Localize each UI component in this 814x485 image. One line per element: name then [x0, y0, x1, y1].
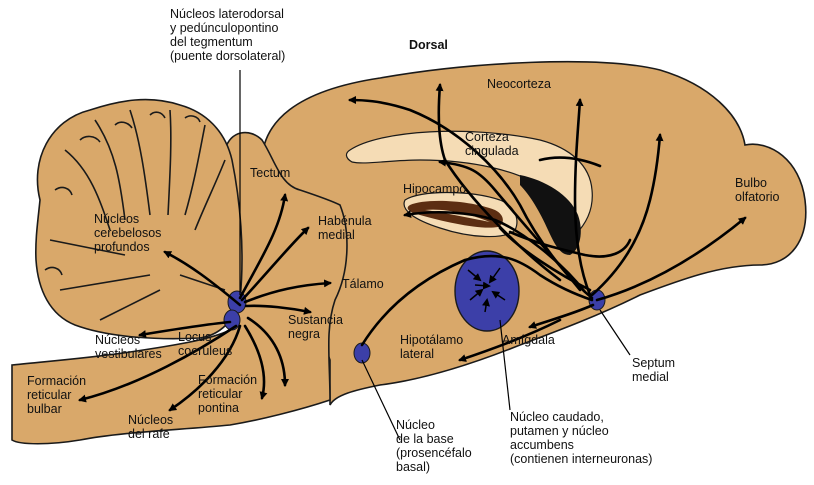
label-corteza-cingulada: Corteza cingulada [465, 130, 519, 158]
label-septum: Septum medial [632, 356, 675, 384]
label-nucleo-base: Núcleo de la base (prosencéfalo basal) [396, 418, 472, 474]
label-bulbo-olfatorio: Bulbo olfatorio [735, 176, 779, 204]
striatum-nucleus [455, 251, 519, 331]
label-hipocampo: Hipocampo [403, 182, 466, 196]
label-neocorteza: Neocorteza [487, 77, 551, 91]
label-locus-coeruleus: Locus coeruleus [178, 330, 232, 358]
label-sustancia-negra: Sustancia negra [288, 313, 343, 341]
label-nucleos-rafe: Núcleos del rafe [128, 413, 173, 441]
label-nucleos-vestibulares: Núcleos vestibulares [95, 333, 162, 361]
label-amigdala: Amígdala [502, 333, 555, 347]
label-habenula: Habénula medial [318, 214, 372, 242]
label-formacion-pontina: Formación reticular pontina [198, 373, 257, 415]
locus-coeruleus-nucleus [224, 310, 240, 330]
label-formacion-bulbar: Formación reticular bulbar [27, 374, 86, 416]
label-hipotalamo: Hipotálamo lateral [400, 333, 463, 361]
label-caudado: Núcleo caudado, putamen y núcleo accumbe… [510, 410, 652, 466]
label-laterodorsal: Núcleos laterodorsal y pedúnculopontino … [170, 7, 285, 63]
label-talamo: Tálamo [342, 277, 384, 291]
label-tectum: Tectum [250, 166, 290, 180]
label-nucleos-cerebelosos: Núcleos cerebelosos profundos [94, 212, 161, 254]
label-dorsal: Dorsal [409, 38, 448, 52]
